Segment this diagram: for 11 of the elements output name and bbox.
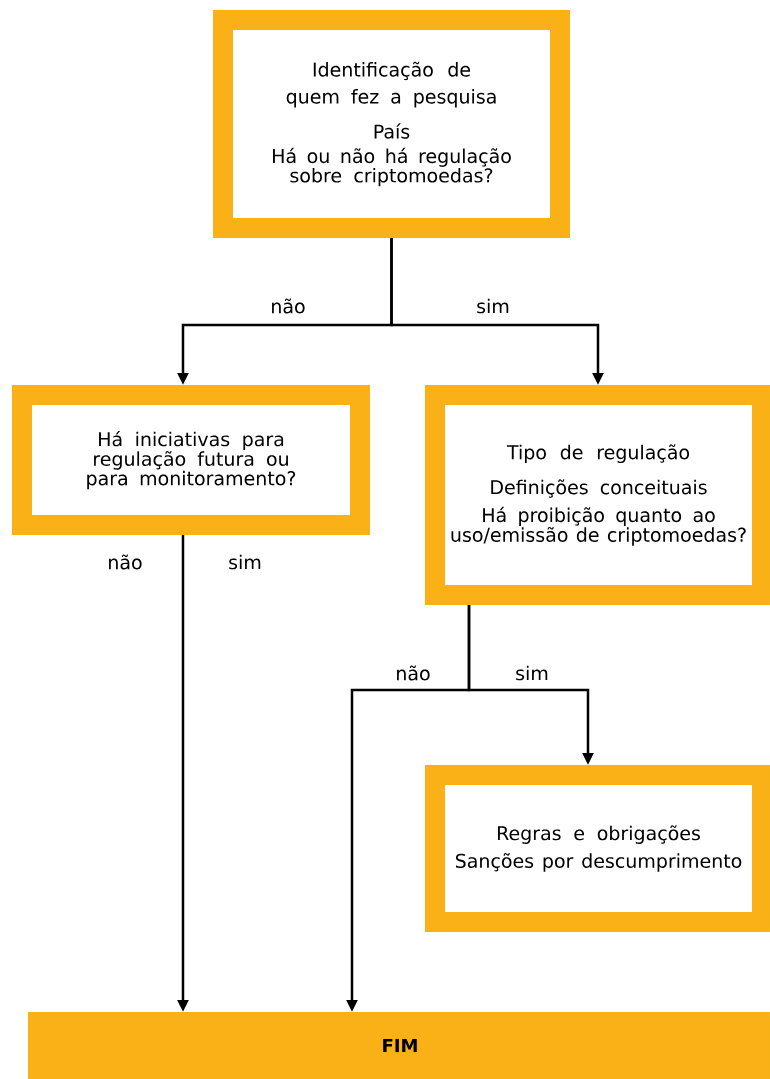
process-box: Tipo de regulação Definições conceituais Há proibição quanto ao uso/emissão de criptomoedas? [425,385,770,605]
edge-label: não [268,296,308,316]
process-box: Há iniciativas para regulação futura ou para monitoramento? [12,385,370,535]
end-bar: FIM [28,1012,770,1079]
process-box: Regras e obrigações Sanções por descumprimento [425,765,770,932]
edge-label: não [393,663,433,683]
edge-label: não [105,552,145,572]
edge-label: sim [474,296,512,316]
branch-label: sim [226,552,264,572]
process-box: Identificação de quem fez a pesquisa País Há ou não há regulação sobre criptomoedas? [213,10,570,238]
edge-label: sim [513,663,551,683]
